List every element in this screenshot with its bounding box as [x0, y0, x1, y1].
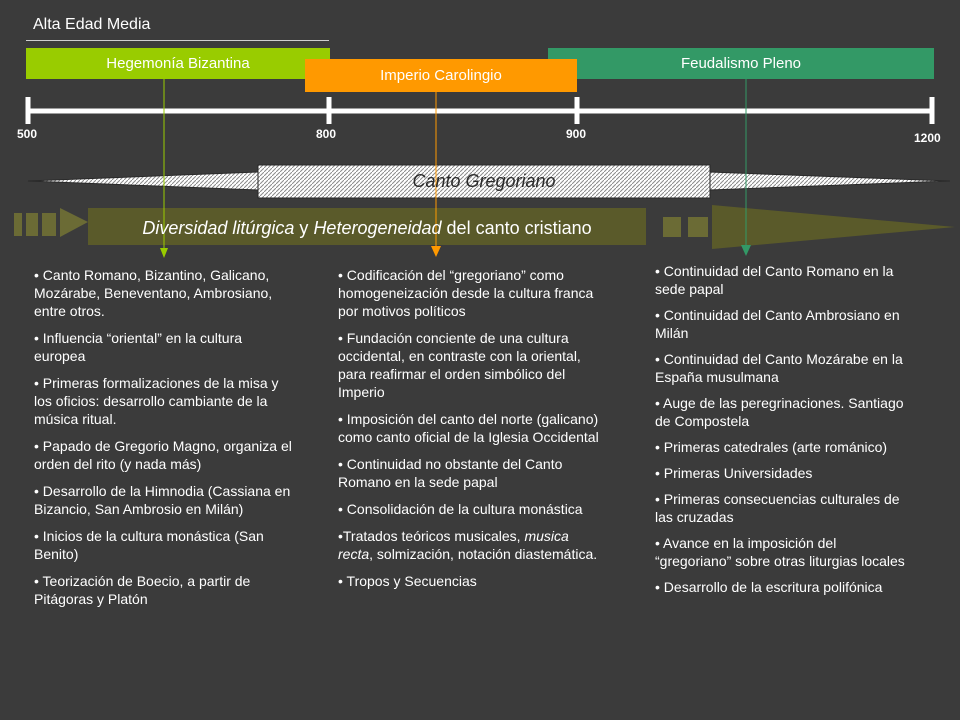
- list-item: • Primeras Universidades: [655, 465, 813, 481]
- tratados-post: , solmización, notación diastemática.: [369, 546, 598, 562]
- list-item: • Inicios de la cultura monástica (San B…: [34, 528, 264, 562]
- column-bizantina: • Canto Romano, Bizantino, Galicano, Moz…: [34, 266, 296, 617]
- column-feudalismo: • Continuidad del Canto Romano en la sed…: [655, 262, 905, 604]
- diversidad-part1: Diversidad litúrgica: [142, 218, 295, 238]
- diversidad-label: Diversidad litúrgica y Heterogeneidad de…: [88, 210, 646, 246]
- list-item: • Influencia “oriental” en la cultura eu…: [34, 330, 243, 364]
- list-item: • Papado de Gregorio Magno, organiza el …: [34, 438, 292, 472]
- era-title: Alta Edad Media: [33, 16, 151, 33]
- list-item: • Continuidad del Canto Ambrosiano en Mi…: [655, 307, 900, 341]
- year-1200: 1200: [914, 131, 941, 145]
- list-item: • Imposición del canto del norte (galica…: [338, 411, 599, 445]
- diversidad-conj: y: [294, 218, 314, 238]
- tratados-pre: •Tratados teóricos musicales,: [338, 528, 525, 544]
- canto-gregoriano-label: Canto Gregoriano: [412, 171, 556, 191]
- list-item: • Primeras catedrales (arte románico): [655, 439, 888, 455]
- list-item: • Desarrollo de la Himnodia (Cassiana en…: [34, 483, 291, 517]
- year-500: 500: [17, 127, 38, 141]
- list-item-tratados: •Tratados teóricos musicales, musica rec…: [338, 527, 600, 563]
- list-item: • Continuidad no obstante del Canto Roma…: [338, 456, 563, 490]
- year-900: 900: [566, 127, 587, 141]
- diversidad-dash: [14, 213, 22, 236]
- list-item: • Avance en la imposición del “gregorian…: [655, 535, 905, 569]
- diversidad-rest: del canto cristiano: [441, 218, 592, 238]
- list-item: • Codificación del “gregoriano” como hom…: [338, 267, 594, 319]
- diversidad-band: [88, 208, 646, 245]
- list-item: • Fundación conciente de una cultura occ…: [338, 330, 581, 400]
- diversidad-arrowhead-left: [60, 208, 88, 237]
- period-hegemonia-bizantina: Hegemonía Bizantina: [26, 48, 330, 79]
- diversidad-arrowhead-right: [712, 205, 955, 249]
- list-item: • Teorización de Boecio, a partir de Pit…: [34, 573, 251, 607]
- year-800: 800: [316, 127, 337, 141]
- era-underline: [26, 40, 329, 41]
- list-item: • Primeras formalizaciones de la misa y …: [34, 375, 279, 427]
- list-item: • Consolidación de la cultura monástica: [338, 501, 583, 517]
- list-item: • Canto Romano, Bizantino, Galicano, Moz…: [34, 267, 273, 319]
- list-item: • Continuidad del Canto Romano en la sed…: [655, 263, 894, 297]
- diversidad-part2: Heterogeneidad: [313, 218, 442, 238]
- list-item: • Primeras consecuencias culturales de l…: [655, 491, 900, 525]
- list-item: • Auge de las peregrinaciones. Santiago …: [655, 395, 904, 429]
- list-item: • Desarrollo de la escritura polifónica: [655, 579, 883, 595]
- period-feudalismo-pleno: Feudalismo Pleno: [548, 48, 934, 79]
- list-item: • Tropos y Secuencias: [338, 573, 477, 589]
- list-item: • Continuidad del Canto Mozárabe en la E…: [655, 351, 903, 385]
- period-imperio-carolingio: Imperio Carolingio: [305, 59, 577, 92]
- column-carolingio: • Codificación del “gregoriano” como hom…: [338, 266, 600, 599]
- tratados-em: musica recta: [338, 528, 569, 562]
